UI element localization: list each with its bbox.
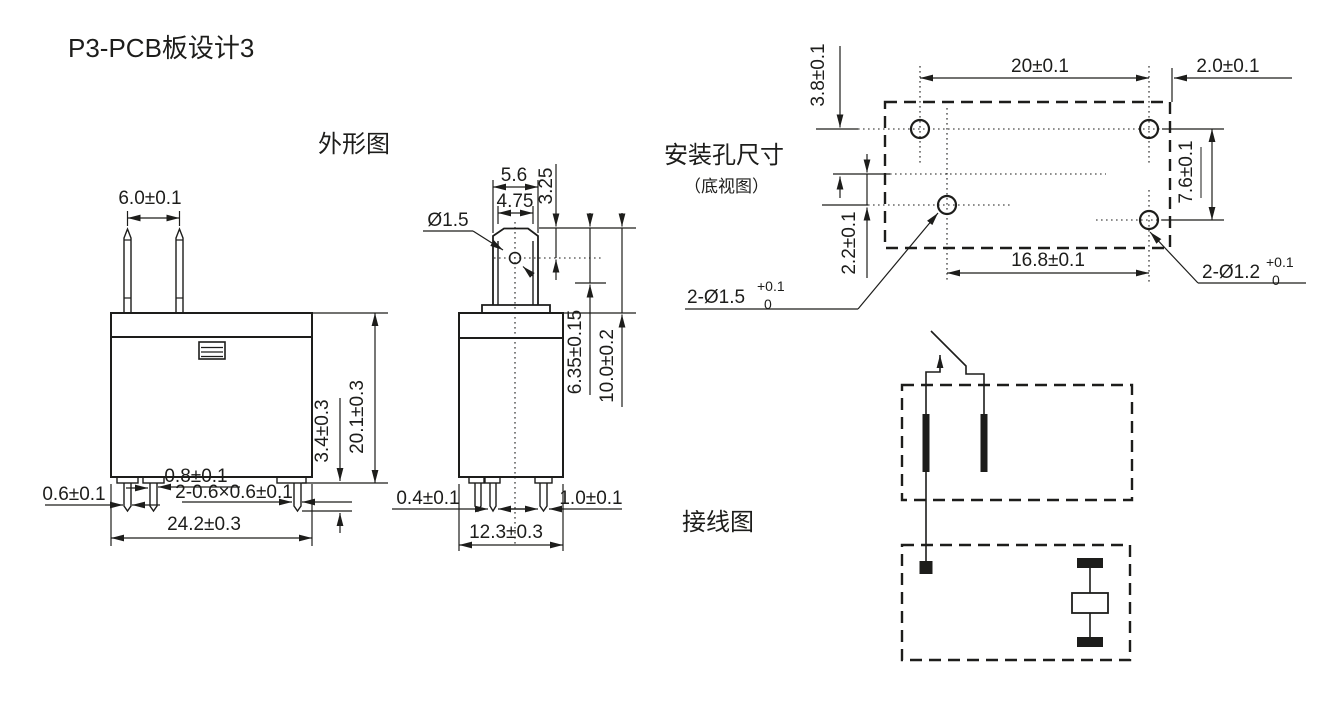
front-top-pin-right bbox=[175, 227, 184, 313]
dim-body-height: 20.1±0.3 bbox=[347, 380, 368, 454]
front-bottom-pin-1 bbox=[123, 483, 132, 513]
outline-view-label: 外形图 bbox=[318, 131, 390, 158]
mounting-view-sublabel: （底视图） bbox=[684, 177, 769, 196]
wiring-contact-box bbox=[900, 383, 1134, 502]
front-bottom-pin-3 bbox=[293, 483, 302, 513]
dim-hole-pitch-bottom: 16.8±0.1 bbox=[1011, 250, 1085, 271]
front-bottom-pin-2 bbox=[149, 483, 158, 513]
front-top-pin-left bbox=[123, 227, 132, 313]
side-body-outline bbox=[458, 312, 564, 478]
label-coil-holes: 2-Ø1.5 bbox=[687, 287, 745, 308]
dim-pin-cross-section: 2-0.6×0.6±0.1 bbox=[175, 482, 293, 503]
coil-terminal-square bbox=[919, 561, 933, 574]
wiring-coil-box bbox=[900, 543, 1132, 662]
moving-contact-arrow bbox=[925, 355, 944, 414]
front-body-outline bbox=[110, 312, 313, 478]
page-title: P3-PCB板设计3 bbox=[68, 33, 254, 63]
side-pin-3 bbox=[539, 483, 548, 513]
dim-body-depth: 12.3±0.3 bbox=[469, 522, 543, 543]
dim-hole-from-tab-top: 3.25 bbox=[536, 168, 557, 205]
dim-tab-hole-diameter: Ø1.5 bbox=[427, 210, 468, 231]
contact-terminal-right bbox=[980, 414, 988, 472]
mounting-board-outline bbox=[883, 100, 1172, 250]
label-contact-holes: 2-Ø1.2 bbox=[1202, 262, 1260, 283]
wiring-diagram bbox=[900, 330, 1134, 662]
contact-terminal-left bbox=[922, 414, 930, 472]
dim-hole-pitch-right: 7.6±0.1 bbox=[1176, 140, 1197, 203]
relay-side-view: 5.6 4.75 Ø1.5 3.25 6.35±0.15 10.0±0.2 bbox=[392, 164, 636, 551]
dim-hole-to-body: 6.35±0.15 bbox=[565, 310, 586, 394]
coil-symbol bbox=[1071, 558, 1109, 647]
front-vent-slot bbox=[198, 341, 226, 360]
dim-body-width: 24.2±0.3 bbox=[167, 514, 241, 535]
dim-pin-thickness: 0.4±0.1 bbox=[396, 488, 459, 509]
dim-tab-inner-width: 4.75 bbox=[497, 191, 534, 212]
wiring-view-label: 接线图 bbox=[682, 509, 754, 536]
label-coil-holes-tol-upper: +0.1 bbox=[757, 278, 785, 294]
mounting-hole-layout: 20±0.1 2.0±0.1 3.8±0.1 2.2±0.1 16.8±0.1 … bbox=[685, 43, 1306, 312]
side-pin-2 bbox=[489, 483, 497, 513]
side-pin-1 bbox=[474, 483, 482, 513]
dim-left-pin-width: 0.6±0.1 bbox=[42, 484, 105, 505]
relay-front-view: 6.0±0.1 0.6±0.1 0.8±0.1 2-0.6×0.6±0.1 24… bbox=[42, 188, 388, 546]
label-contact-holes-tol-upper: +0.1 bbox=[1266, 254, 1294, 270]
mounting-view-label: 安装孔尺寸 bbox=[664, 142, 784, 169]
dim-edge-offset: 2.0±0.1 bbox=[1196, 56, 1259, 77]
dim-standoff-height: 3.4±0.3 bbox=[312, 399, 333, 462]
dim-hole-pitch-top: 20±0.1 bbox=[1011, 56, 1069, 77]
dim-tab-height: 10.0±0.2 bbox=[597, 329, 618, 403]
dim-row-offset-top: 3.8±0.1 bbox=[808, 43, 829, 106]
dim-tab-width: 5.6 bbox=[501, 165, 527, 186]
label-contact-holes-tol-lower: 0 bbox=[1272, 272, 1280, 288]
dim-row-offset-mid: 2.2±0.1 bbox=[839, 211, 860, 274]
switch-blade bbox=[930, 330, 985, 414]
dim-mid-pin-width: 0.8±0.1 bbox=[164, 466, 227, 487]
dim-pin-width-side: 1.0±0.1 bbox=[559, 488, 622, 509]
label-coil-holes-tol-lower: 0 bbox=[764, 296, 772, 312]
dim-pin-pitch: 6.0±0.1 bbox=[118, 188, 181, 209]
